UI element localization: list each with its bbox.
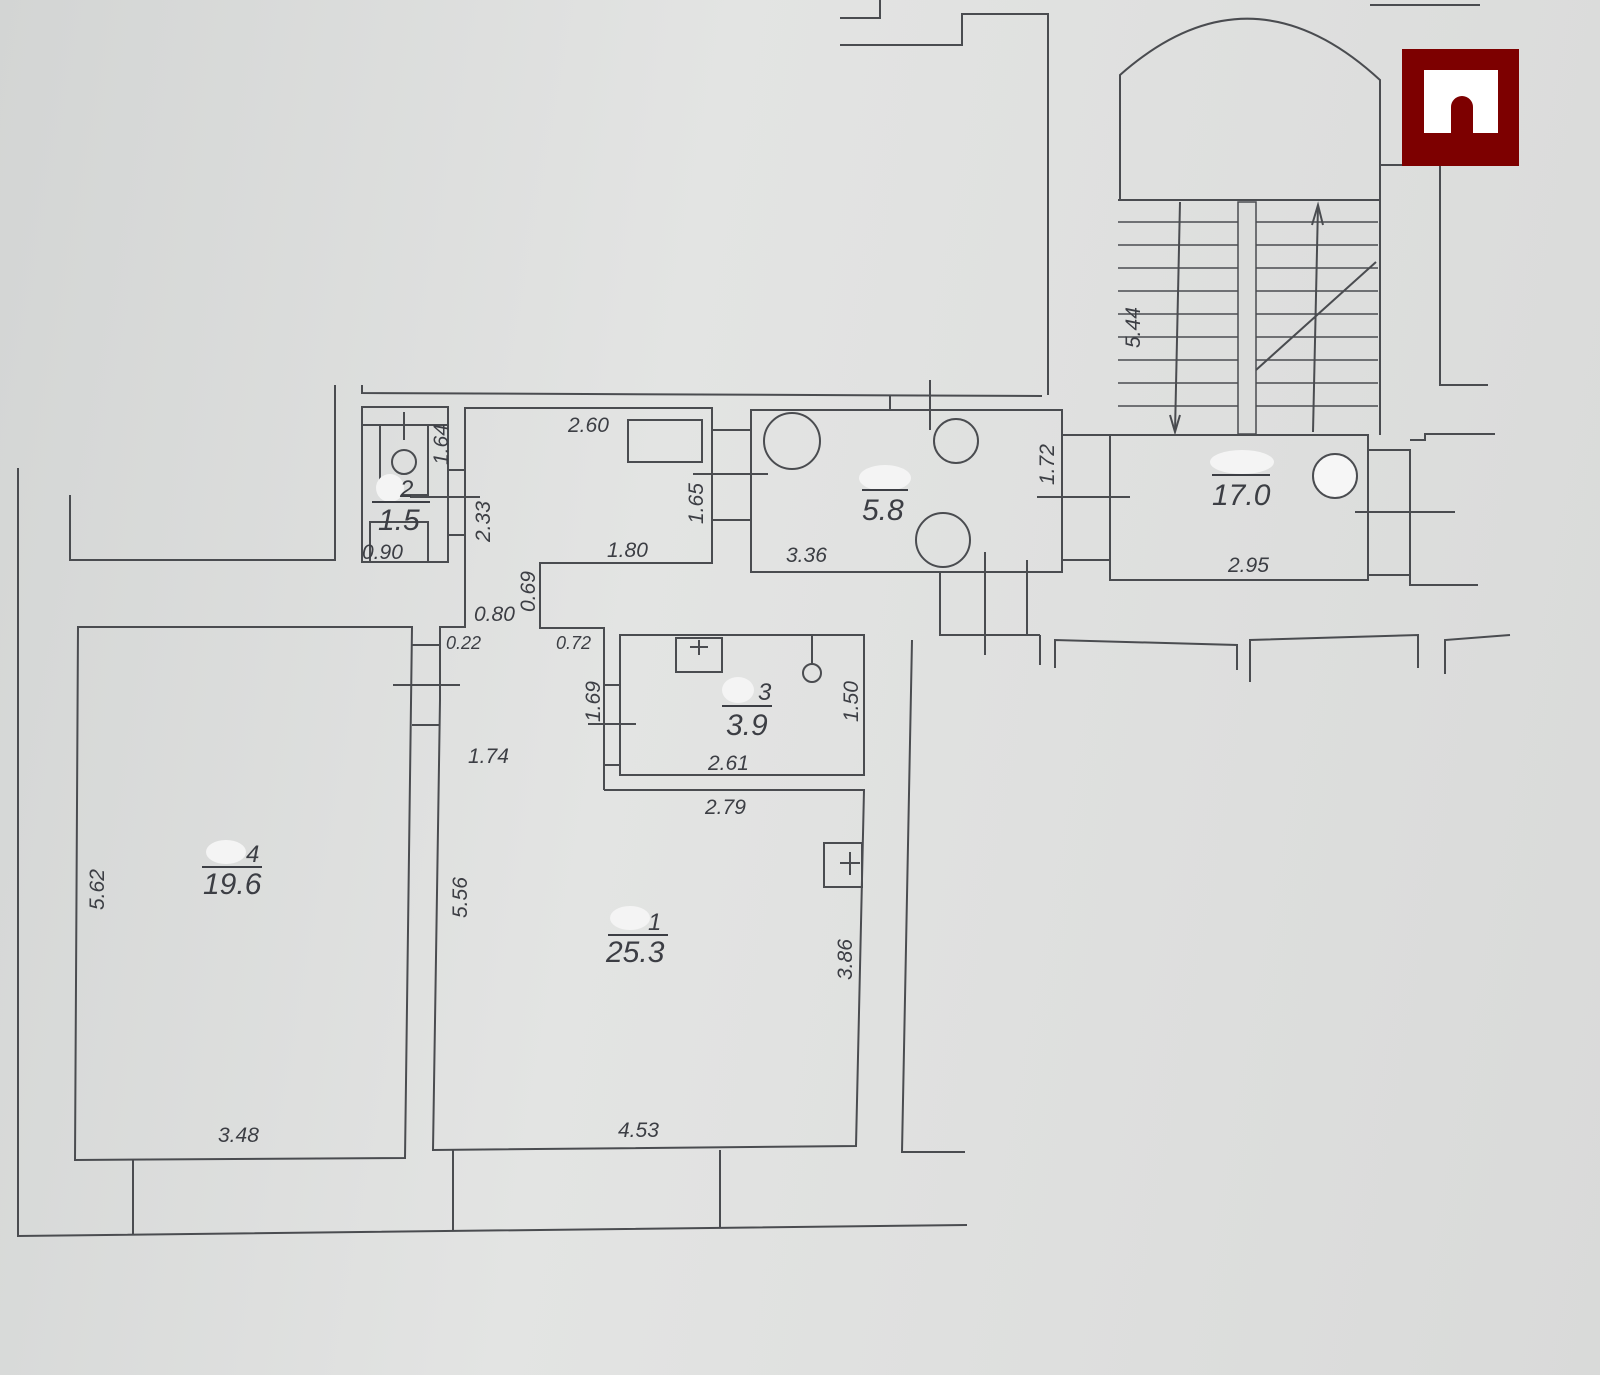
dimension: 4.53 bbox=[618, 1119, 659, 1142]
room-number: 1 bbox=[648, 909, 661, 936]
room-number: 3 bbox=[758, 679, 772, 706]
dimension: 0.22 bbox=[446, 633, 481, 653]
stair-labels: 17.0 5.44 2.95 bbox=[1122, 307, 1271, 577]
dimension: 3.36 bbox=[786, 544, 827, 567]
dimension: 3.48 bbox=[218, 1124, 259, 1147]
dimension: 1.72 bbox=[1036, 444, 1059, 485]
walls bbox=[17, 0, 1511, 1238]
bath-labels: 3 3.9 1.69 1.50 2.61 bbox=[582, 679, 863, 775]
dimension: 1.74 bbox=[468, 745, 509, 768]
dimension: 1.64 bbox=[430, 424, 453, 465]
dimension: 5.62 bbox=[86, 869, 109, 910]
main-room bbox=[431, 699, 866, 1152]
stair-hall bbox=[1119, 17, 1381, 435]
toilet-labels: 2 1.5 1.64 2.33 0.90 bbox=[362, 424, 495, 564]
room-number: 2 bbox=[399, 476, 413, 503]
windows bbox=[132, 1150, 721, 1235]
dimension: 2.61 bbox=[707, 752, 749, 775]
room-area: 17.0 bbox=[1212, 479, 1271, 512]
room4-labels: 4 19.6 5.62 3.48 bbox=[86, 841, 262, 1147]
dimension: 1.80 bbox=[607, 539, 648, 562]
dimension: 2.33 bbox=[472, 501, 495, 543]
dimension: 2.79 bbox=[704, 796, 746, 819]
dimension: 1.50 bbox=[840, 681, 863, 722]
bath-room bbox=[619, 634, 865, 776]
room-area: 1.5 bbox=[378, 504, 420, 537]
room-area: 19.6 bbox=[203, 868, 262, 901]
dimension: 0.72 bbox=[556, 633, 591, 653]
dimension: 3.86 bbox=[834, 939, 857, 980]
dimension: 5.56 bbox=[449, 877, 472, 918]
room-area: 25.3 bbox=[605, 936, 665, 969]
room-4 bbox=[73, 626, 414, 1162]
kitchen-labels: 5.8 3.36 1.72 bbox=[786, 444, 1059, 567]
room-area: 5.8 bbox=[862, 494, 904, 527]
dimension: 2.60 bbox=[567, 414, 609, 437]
dimension: 1.65 bbox=[685, 483, 708, 524]
brand-logo bbox=[1402, 49, 1519, 166]
kitchen-room bbox=[750, 409, 1063, 573]
dimension: 5.44 bbox=[1122, 307, 1145, 348]
dimension: 0.90 bbox=[362, 541, 403, 564]
dimension: 1.69 bbox=[582, 681, 605, 722]
dimension: 0.80 bbox=[474, 603, 515, 626]
dimension: 0.69 bbox=[517, 571, 540, 612]
room-area: 3.9 bbox=[726, 709, 768, 742]
main-room-labels: 1 25.3 2.79 3.86 4.53 bbox=[605, 796, 857, 1142]
dimension: 2.95 bbox=[1227, 554, 1269, 577]
corridor-labels: 2.60 1.65 1.80 0.69 0.80 0.22 0.72 1.74 … bbox=[446, 414, 708, 918]
room-number: 4 bbox=[246, 841, 259, 868]
